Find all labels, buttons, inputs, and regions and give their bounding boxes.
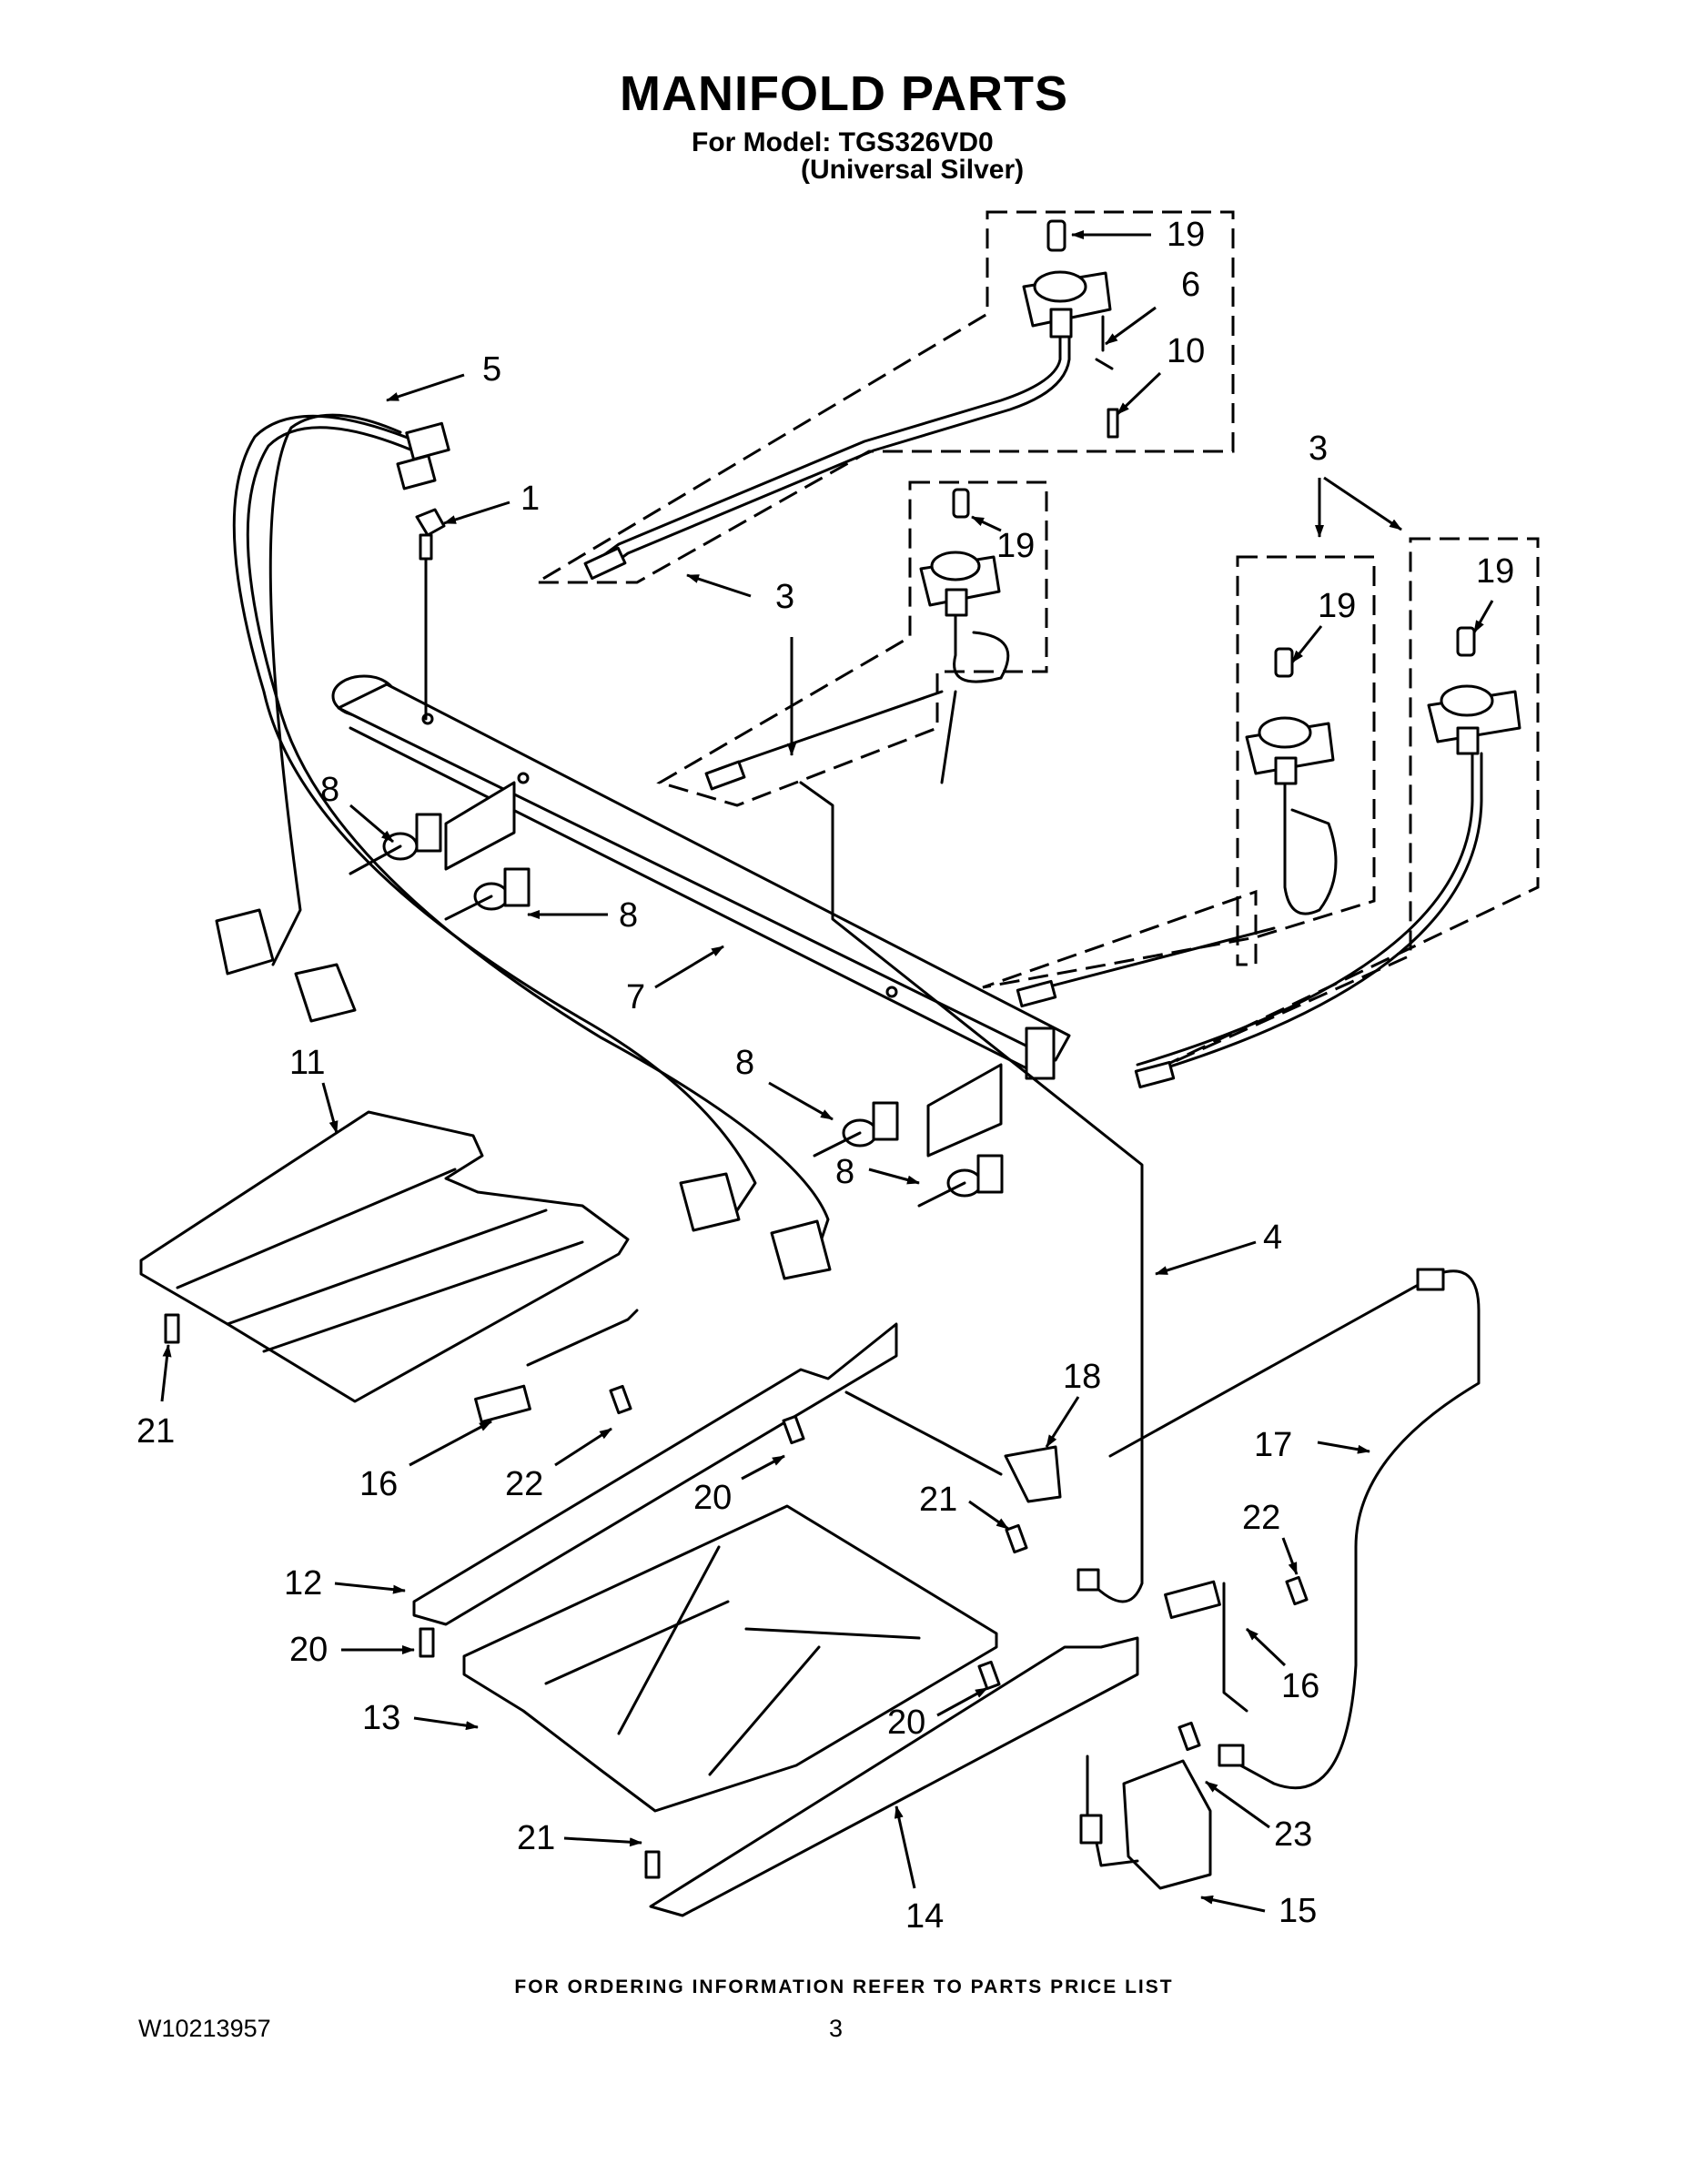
burner-valves — [349, 813, 1004, 1208]
callout-16: 16 — [359, 1465, 398, 1503]
electrode-16b — [1164, 1580, 1248, 1713]
model-color: (Universal Silver) — [801, 155, 1025, 185]
right-burner-valve-1 — [1016, 647, 1338, 1008]
mid-burner-valve — [704, 488, 1010, 791]
callout-19: 19 — [1476, 552, 1514, 591]
callout-6: 6 — [1181, 266, 1200, 304]
callout-8: 8 — [835, 1153, 854, 1191]
callout-19: 19 — [996, 527, 1035, 565]
callout-17: 17 — [1254, 1426, 1292, 1464]
callout-leaders — [160, 230, 1494, 1913]
callout-14: 14 — [905, 1897, 944, 1936]
model-number: For Model: TGS326VD0 — [692, 127, 994, 157]
callout-20: 20 — [289, 1631, 328, 1669]
top-burner-valve — [583, 219, 1119, 581]
callout-22: 22 — [1242, 1499, 1280, 1537]
bolt-1 — [415, 508, 446, 721]
callout-16: 16 — [1281, 1667, 1319, 1705]
pressure-regulator-15 — [1122, 1759, 1212, 1890]
callout-4: 4 — [1263, 1218, 1282, 1257]
callout-21: 21 — [919, 1481, 957, 1519]
callout-labels: 19 6 10 5 1 3 3 19 19 19 3 8 8 7 11 8 8 … — [136, 216, 1514, 1936]
callout-20: 20 — [693, 1479, 732, 1517]
callout-3: 3 — [775, 578, 794, 616]
heat-shield-11 — [139, 1110, 630, 1403]
callout-1: 1 — [521, 480, 540, 518]
manifold-pipe — [331, 674, 1071, 1158]
callout-19: 19 — [1167, 216, 1205, 254]
dashed-group-top — [531, 210, 1235, 584]
callout-22: 22 — [505, 1465, 543, 1503]
callout-5: 5 — [482, 350, 501, 389]
callout-18: 18 — [1063, 1358, 1101, 1396]
screws — [164, 1313, 1309, 1879]
callout-21: 21 — [136, 1412, 175, 1451]
dashed-group-mid — [656, 480, 1048, 807]
callout-8: 8 — [619, 896, 638, 935]
document-number: W10213957 — [138, 2015, 271, 2042]
burner-14 — [649, 1636, 1139, 1917]
callout-19: 19 — [1318, 587, 1356, 625]
callout-11: 11 — [289, 1044, 325, 1082]
callout-3: 3 — [1309, 430, 1328, 468]
callout-10: 10 — [1167, 332, 1205, 370]
callout-15: 15 — [1279, 1892, 1317, 1930]
callout-8: 8 — [320, 771, 339, 809]
callout-13: 13 — [362, 1699, 400, 1737]
page-title: MANIFOLD PARTS — [620, 66, 1068, 121]
burner-base-13 — [462, 1504, 998, 1813]
right-burner-valve-2 — [1134, 626, 1521, 1089]
ordering-note: FOR ORDERING INFORMATION REFER TO PARTS … — [514, 1977, 1174, 1997]
callout-12: 12 — [284, 1564, 322, 1603]
callout-20: 20 — [887, 1704, 925, 1742]
callout-7: 7 — [626, 978, 645, 1016]
gas-tube-17 — [1108, 1269, 1481, 1790]
wire-harness — [215, 413, 832, 1280]
callout-8: 8 — [735, 1044, 754, 1082]
burner-12 — [412, 1322, 898, 1626]
dashed-group-right2 — [1150, 537, 1540, 1074]
electrode-16a — [474, 1309, 639, 1424]
callout-23: 23 — [1274, 1815, 1312, 1854]
orifice-holder-18 — [1004, 1445, 1062, 1503]
page-number: 3 — [829, 2015, 844, 2042]
dashed-group-right1 — [982, 555, 1376, 989]
callout-21: 21 — [517, 1819, 555, 1857]
